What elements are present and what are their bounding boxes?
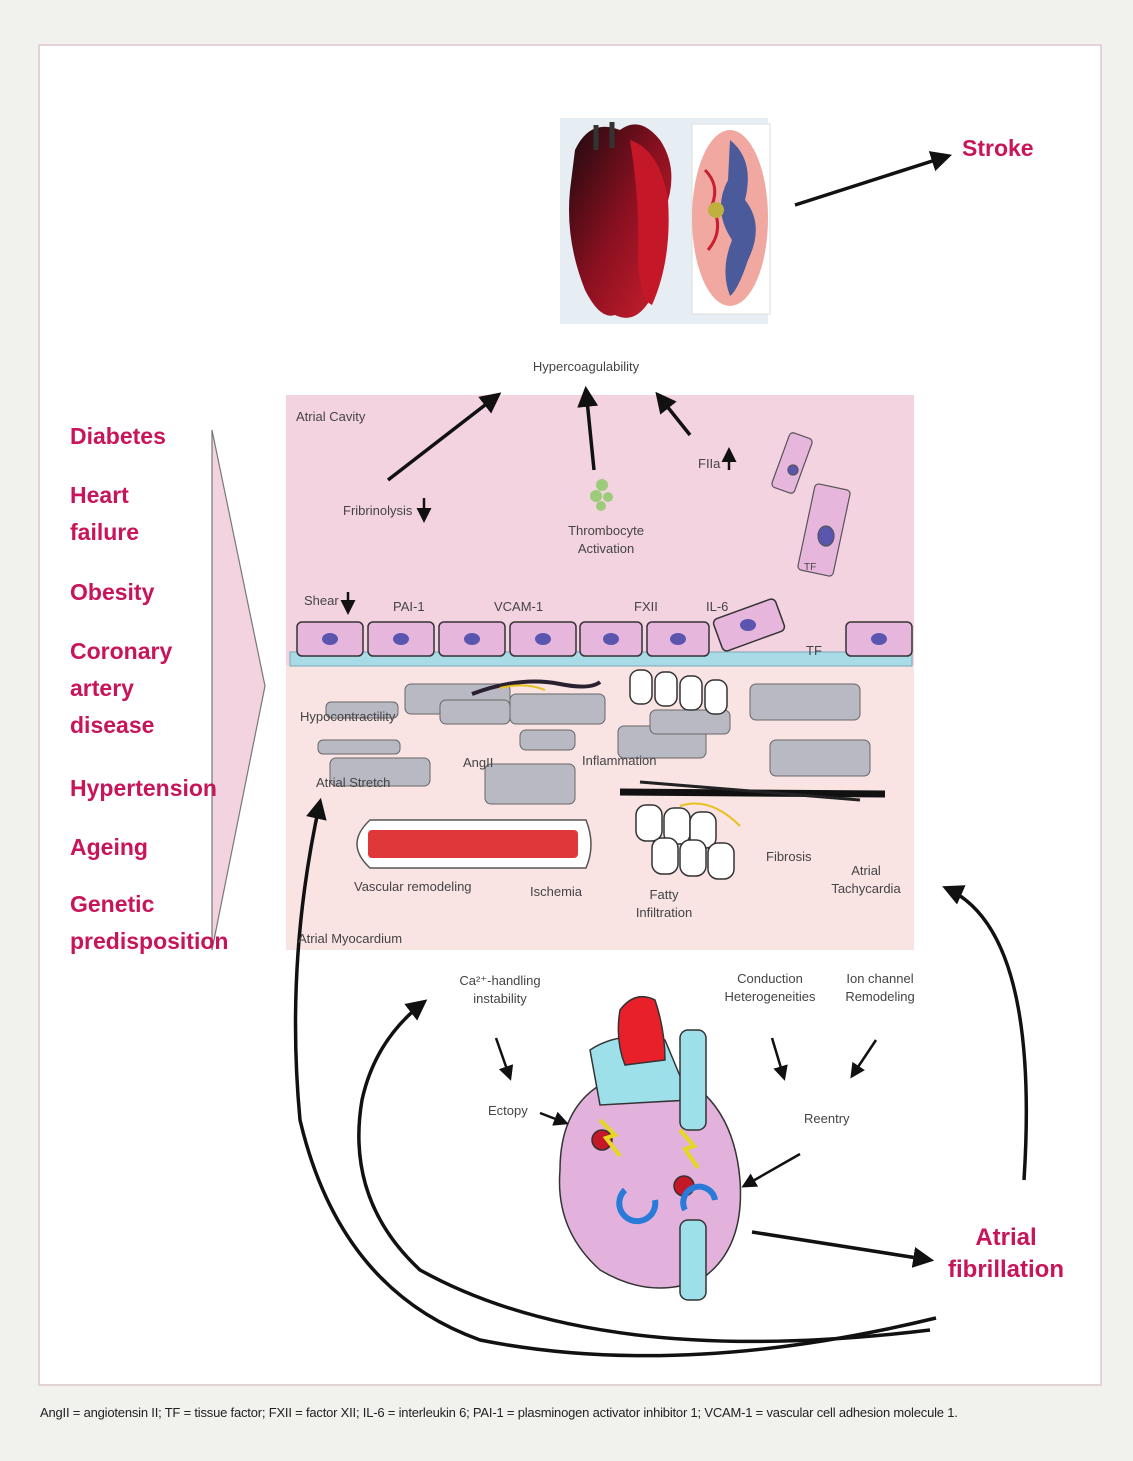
myocytes bbox=[318, 684, 870, 804]
ischemia-label: Ischemia bbox=[530, 883, 582, 901]
atrial-cavity-label: Atrial Cavity bbox=[296, 408, 365, 426]
thrombocyte-icon bbox=[590, 479, 613, 511]
tf-cell-label: TF bbox=[804, 559, 816, 577]
risk-coronary-artery-disease: Coronary artery disease bbox=[70, 633, 172, 744]
thrombocyte-activation-label: Thrombocyte Activation bbox=[568, 522, 644, 558]
risk-hypertension: Hypertension bbox=[70, 770, 217, 807]
risk-heart-failure: Heart failure bbox=[70, 477, 139, 551]
fibrinolysis-label: Fribrinolysis bbox=[343, 502, 412, 520]
vascular-remodeling-label: Vascular remodeling bbox=[354, 878, 472, 896]
vessel-illustration bbox=[357, 820, 591, 868]
fat-cells bbox=[630, 670, 734, 879]
risk-genetic-predisposition: Genetic predisposition bbox=[70, 886, 228, 960]
vcam1-label: VCAM-1 bbox=[494, 598, 543, 616]
risk-factor-arrow bbox=[212, 430, 265, 950]
risk-ageing: Ageing bbox=[70, 829, 148, 866]
fibrosis-label: Fibrosis bbox=[766, 848, 812, 866]
figure-caption: AngII = angiotensin II; TF = tissue fact… bbox=[40, 1405, 958, 1420]
atrial-stretch-label: Atrial Stretch bbox=[316, 774, 390, 792]
inflammation-label: Inflammation bbox=[582, 752, 656, 770]
reentry-label: Reentry bbox=[804, 1110, 850, 1128]
risk-diabetes: Diabetes bbox=[70, 418, 166, 455]
conduction-heterogeneities-label: Conduction Heterogeneities bbox=[724, 970, 815, 1006]
hypercoagulability-label: Hypercoagulability bbox=[533, 358, 639, 376]
fiia-label: FIIa bbox=[698, 455, 720, 473]
atrial-fibrillation-label: Atrial fibrillation bbox=[948, 1222, 1064, 1286]
detached-cells bbox=[771, 432, 851, 577]
lower-heart-illustration bbox=[560, 997, 741, 1300]
atrial-myocardium-label: Atrial Myocardium bbox=[298, 930, 402, 948]
risk-obesity: Obesity bbox=[70, 574, 154, 611]
fatty-infiltration-label: Fatty Infiltration bbox=[636, 886, 692, 922]
ca-handling-label: Ca²⁺-handling instability bbox=[459, 972, 540, 1008]
tf-label: TF bbox=[806, 642, 822, 660]
il6-label: IL-6 bbox=[706, 598, 728, 616]
fxii-label: FXII bbox=[634, 598, 658, 616]
ion-channel-remodeling-label: Ion channel Remodeling bbox=[845, 970, 914, 1006]
stroke-label: Stroke bbox=[962, 132, 1034, 164]
shear-label: Shear bbox=[304, 592, 339, 610]
hypocontractility-label: Hypocontractility bbox=[300, 708, 395, 726]
brain-illustration bbox=[692, 124, 770, 314]
pai1-label: PAI-1 bbox=[393, 598, 425, 616]
ectopy-label: Ectopy bbox=[488, 1102, 528, 1120]
atrial-tachycardia-label: Atrial Tachycardia bbox=[831, 862, 900, 898]
angii-label: AngII bbox=[463, 754, 493, 772]
